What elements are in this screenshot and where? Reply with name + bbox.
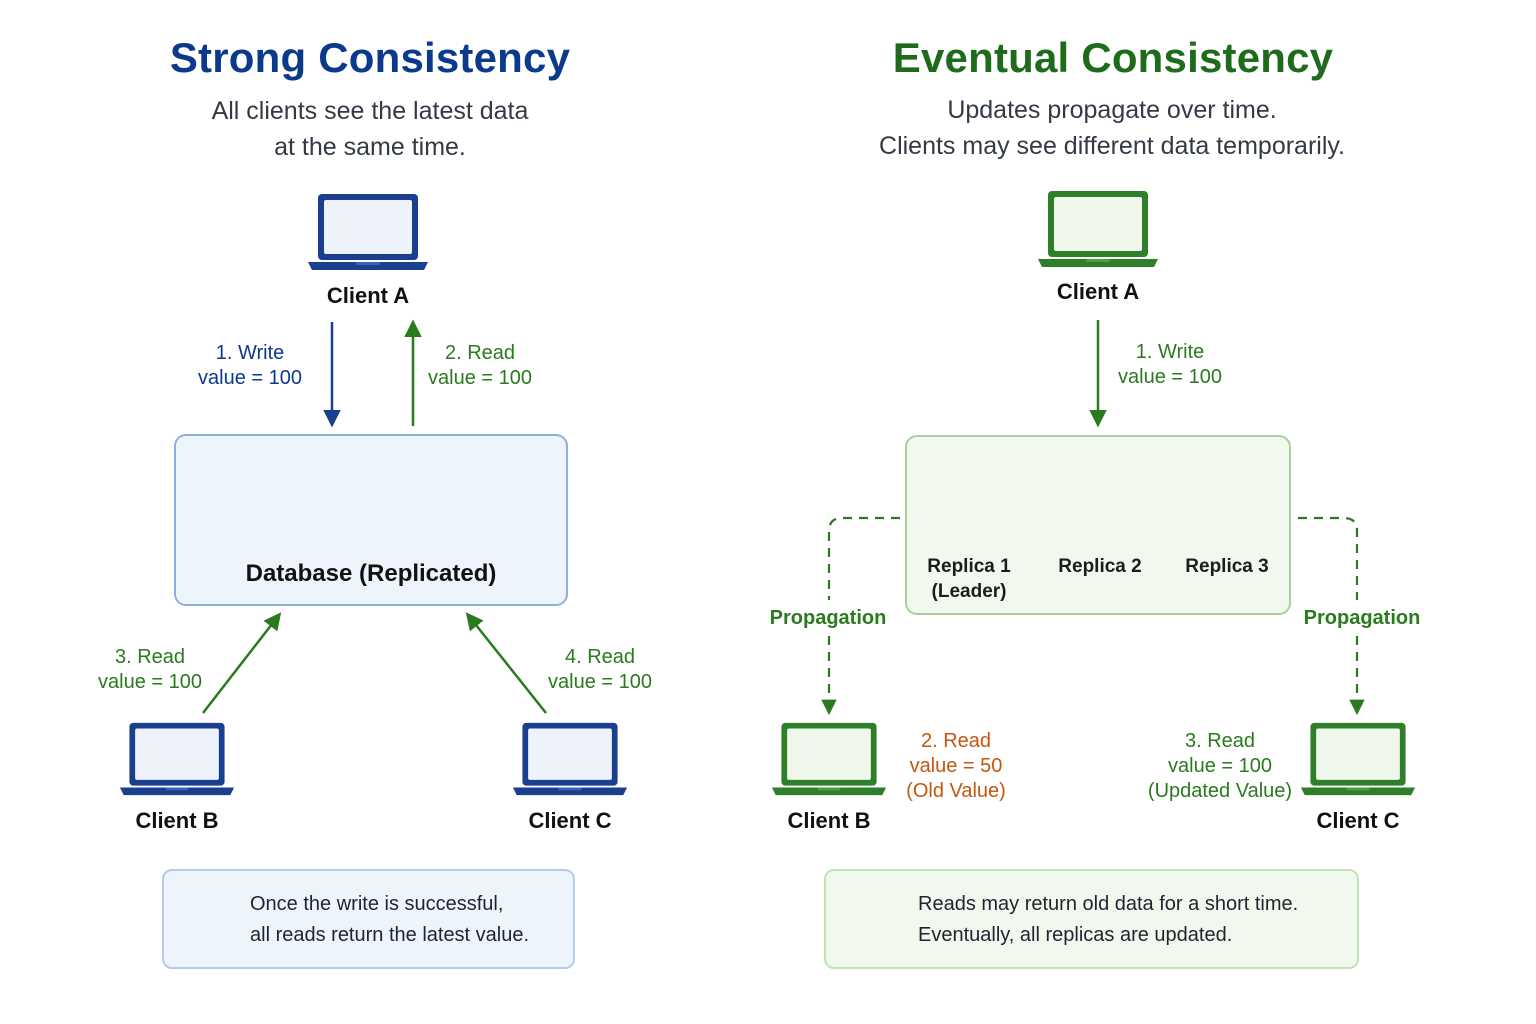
eventual-note-text: Reads may return old data for a short ti…: [918, 889, 1298, 951]
propagation-label-left: Propagation: [758, 606, 898, 631]
eventual-write-edge-label: 1. Write value = 100: [1100, 340, 1240, 390]
eventual-read-2-step: 2. Read: [920, 730, 992, 752]
write-step: 1. Write: [215, 342, 285, 364]
strong-consistency-note: [162, 869, 575, 969]
eventual-read-3-step: 3. Read: [1184, 730, 1256, 752]
eventual-subtitle-line-2: Clients may see different data temporari…: [879, 132, 1345, 160]
client-a-laptop-icon: [308, 194, 428, 270]
replica-2-label: Replica 2: [1058, 556, 1142, 577]
eventual-client-a-label: Client A: [1056, 279, 1140, 304]
strong-note-line-1: Once the write is successful,: [250, 893, 504, 915]
eventual-read-3-value: value = 100: [1168, 755, 1272, 777]
propagation-path-left-top: [827, 516, 900, 600]
database-container: [174, 434, 568, 606]
read-2-edge-label: 2. Read value = 100: [410, 341, 550, 391]
read-3-step: 3. Read: [114, 646, 186, 668]
replicas-container: [905, 435, 1291, 615]
eventual-read-2-value: value = 50: [909, 755, 1003, 777]
database-label: Database (Replicated): [245, 560, 497, 587]
read-4-value: value = 100: [548, 671, 652, 693]
replica-1-name: Replica 1: [927, 556, 1011, 577]
read-2-step: 2. Read: [444, 342, 516, 364]
eventual-client-b-label: Client B: [787, 808, 871, 833]
eventual-note-line-2: Eventually, all replicas are updated.: [918, 924, 1233, 946]
eventual-read-3-note: (Updated Value): [1147, 780, 1293, 802]
read-4-edge-label: 4. Read value = 100: [530, 645, 670, 695]
strong-consistency-subtitle: All clients see the latest data at the s…: [120, 93, 620, 165]
eventual-client-c-label: Client C: [1316, 808, 1400, 833]
eventual-consistency-note: [824, 869, 1359, 969]
propagation-label-right: Propagation: [1292, 606, 1432, 631]
replica-1-label: Replica 1 (Leader): [909, 554, 1029, 604]
client-a-label: Client A: [326, 283, 410, 308]
eventual-write-step: 1. Write: [1135, 341, 1205, 363]
eventual-write-value: value = 100: [1118, 366, 1222, 388]
subtitle-line-2: at the same time.: [274, 133, 466, 161]
client-c-laptop-icon: [512, 722, 628, 796]
read-3-value: value = 100: [98, 671, 202, 693]
read-4-step: 4. Read: [564, 646, 636, 668]
replica-3-label: Replica 3: [1185, 556, 1269, 577]
strong-note-line-2: all reads return the latest value.: [250, 924, 530, 946]
eventual-read-3-edge-label: 3. Read value = 100 (Updated Value): [1140, 729, 1300, 804]
client-a-laptop-icon-eventual: [1038, 191, 1158, 267]
client-c-laptop-icon-eventual: [1300, 722, 1416, 796]
read-3-edge-label: 3. Read value = 100: [80, 645, 220, 695]
client-b-laptop-icon: [119, 722, 235, 796]
replica-1-role: (Leader): [931, 581, 1007, 602]
client-b-laptop-icon-eventual: [771, 722, 887, 796]
read-2-value: value = 100: [428, 367, 532, 389]
eventual-consistency-title: Eventual Consistency: [892, 34, 1334, 81]
eventual-consistency-subtitle: Updates propagate over time. Clients may…: [812, 92, 1412, 164]
strong-consistency-title: Strong Consistency: [169, 34, 571, 81]
read-arrow-client-c: [465, 612, 547, 714]
eventual-read-2-edge-label: 2. Read value = 50 (Old Value): [888, 729, 1024, 804]
strong-note-text: Once the write is successful, all reads …: [250, 889, 529, 951]
write-edge-label: 1. Write value = 100: [180, 341, 320, 391]
propagation-path-right-top: [1298, 516, 1359, 600]
eventual-subtitle-line-1: Updates propagate over time.: [947, 96, 1277, 124]
client-c-label: Client C: [528, 808, 612, 833]
read-arrow-client-b: [202, 612, 282, 714]
subtitle-line-1: All clients see the latest data: [211, 97, 529, 125]
write-value: value = 100: [198, 367, 302, 389]
eventual-note-line-1: Reads may return old data for a short ti…: [918, 893, 1299, 915]
client-b-label: Client B: [135, 808, 219, 833]
eventual-read-2-note: (Old Value): [906, 780, 1006, 802]
